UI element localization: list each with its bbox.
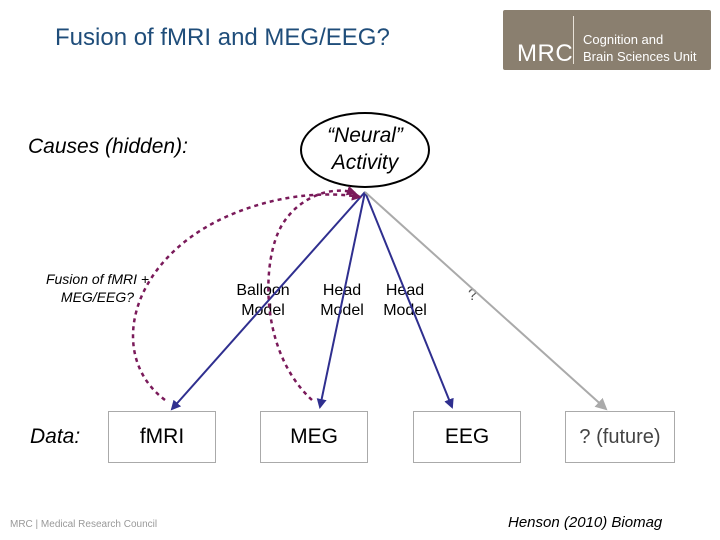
fusion-question-note: Fusion of fMRI + MEG/EEG?	[45, 271, 150, 305]
data-box-meg: MEG	[260, 411, 368, 463]
arrow-neural-to-eeg	[364, 191, 454, 409]
causes-label: Causes (hidden):	[28, 135, 188, 158]
arrow-neural-to-fmri	[170, 191, 366, 411]
logo-line2: Brain Sciences Unit	[583, 49, 697, 64]
data-box-eeg: EEG	[413, 411, 521, 463]
mrc-cbu-logo: MRC Cognition and Brain Sciences Unit	[503, 10, 711, 70]
dashed-feedback-fmri	[131, 190, 362, 401]
citation: Henson (2010) Biomag	[508, 514, 663, 531]
logo-mark: MRC	[517, 40, 574, 67]
logo-divider	[573, 16, 574, 64]
arrow-neural-to-future	[364, 191, 608, 411]
neural-node-line2: Activity	[331, 151, 399, 174]
balloon-model-label: Balloon Model	[236, 282, 290, 319]
logo-line1: Cognition and	[583, 32, 664, 47]
data-box-future: ? (future)	[565, 411, 675, 463]
data-label: Data:	[30, 425, 81, 448]
dashed-feedback-meg	[267, 185, 357, 401]
neural-activity-node: “Neural” Activity	[300, 112, 430, 188]
footer-logo: MRC | Medical Research Council	[10, 519, 158, 530]
data-box-fmri: fMRI	[108, 411, 216, 463]
unknown-model-label: ?	[468, 287, 477, 304]
neural-node-line1: “Neural”	[327, 124, 403, 147]
head-model-label-meg: Head Model	[320, 282, 364, 319]
arrow-neural-to-meg	[316, 191, 366, 409]
slide-title: Fusion of fMRI and MEG/EEG?	[55, 24, 390, 51]
